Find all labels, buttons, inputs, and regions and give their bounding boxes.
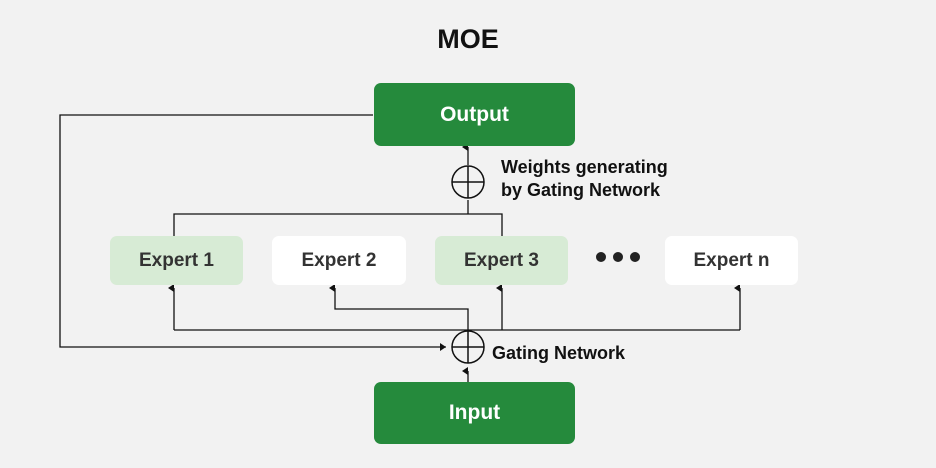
input-node: Input xyxy=(374,382,575,444)
output-node: Output xyxy=(374,83,575,146)
gating-sum-icon xyxy=(451,330,485,364)
expert-n-node: Expert n xyxy=(665,236,798,285)
diagram-title: MOE xyxy=(437,24,499,54)
weights-sum-icon xyxy=(451,165,485,199)
ellipsis-icon xyxy=(596,252,640,262)
weights-label-line2: by Gating Network xyxy=(501,180,661,200)
expert-1-node: Expert 1 xyxy=(110,236,243,285)
upper-bus xyxy=(173,213,503,236)
expert-2-node: Expert 2 xyxy=(272,236,406,285)
weights-label: Weights generating by Gating Network xyxy=(501,156,668,202)
weights-label-line1: Weights generating xyxy=(501,157,668,177)
feedback-line xyxy=(59,114,446,351)
gating-network-label: Gating Network xyxy=(492,343,626,363)
expert-3-node: Expert 3 xyxy=(435,236,568,285)
arrow-expert-2 xyxy=(329,284,469,330)
